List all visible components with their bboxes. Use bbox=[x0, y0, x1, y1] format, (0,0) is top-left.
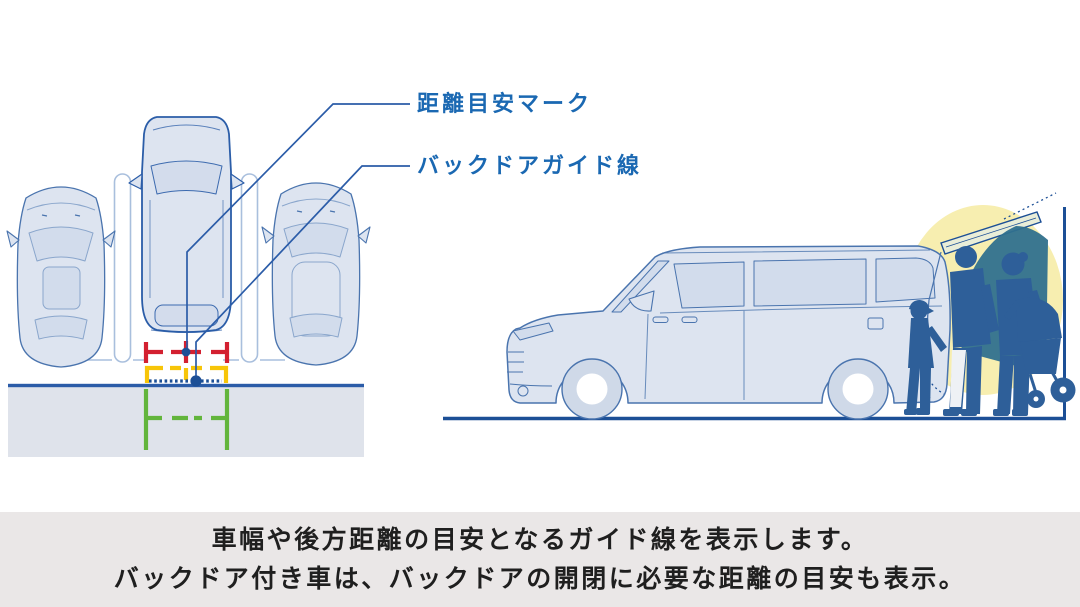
quarter-window bbox=[875, 257, 936, 303]
tailgate-panel bbox=[940, 211, 1042, 255]
headlight bbox=[512, 322, 554, 341]
divider-post-right bbox=[240, 173, 259, 363]
side-mirrors bbox=[6, 230, 116, 248]
rear-wheel bbox=[827, 358, 889, 420]
fuel-door bbox=[867, 317, 884, 330]
distance-mark-label: 距離目安マーク bbox=[417, 91, 593, 116]
curb-edge-line bbox=[8, 383, 364, 388]
caption-line-2: バックドア付き車は、バックドアの開閉に必要な距離の目安も表示。 bbox=[113, 565, 967, 593]
far-green-guides bbox=[143, 389, 230, 450]
parked-car-left bbox=[6, 186, 116, 368]
grille-lines bbox=[507, 351, 553, 387]
leader-line-backdoor-guide bbox=[195, 165, 410, 377]
child-silhouette bbox=[904, 300, 947, 415]
door-handle bbox=[652, 316, 669, 323]
backdoor-guide-dot bbox=[190, 375, 202, 387]
curb-area bbox=[8, 383, 364, 457]
distance-mark-dot bbox=[181, 347, 191, 357]
roof-panel bbox=[291, 261, 341, 337]
parking-space-lines bbox=[86, 173, 285, 363]
stroller-silhouette bbox=[1004, 297, 1076, 408]
side-mirrors bbox=[261, 226, 371, 244]
front-wheel bbox=[561, 358, 623, 420]
sliding-door-window bbox=[753, 258, 867, 307]
door-trajectory-dotted-top bbox=[1003, 192, 1057, 220]
fog-light bbox=[517, 385, 529, 397]
caution-yellow-guides bbox=[144, 365, 229, 383]
reversing-minivan bbox=[128, 116, 245, 333]
windshield bbox=[611, 260, 670, 313]
stroller-canopy bbox=[1016, 297, 1062, 342]
divider-post-left bbox=[113, 173, 132, 363]
child-cap bbox=[909, 300, 934, 314]
side-mirrors bbox=[128, 173, 245, 190]
stroller-handle bbox=[1004, 300, 1020, 320]
adult-silhouette-1 bbox=[943, 246, 999, 416]
side-mirror bbox=[628, 290, 655, 312]
backdoor-clearance-diagram bbox=[443, 192, 1076, 421]
caption-line-1: 車幅や後方距離の目安となるガイド線を表示します。 bbox=[211, 526, 869, 554]
sunroof bbox=[42, 266, 81, 310]
backdoor-guide-label: バックドアガイド線 bbox=[417, 153, 643, 178]
wipers bbox=[296, 210, 336, 213]
caption-bar: 車幅や後方距離の目安となるガイド線を表示します。 バックドア付き車は、バックドア… bbox=[0, 512, 1080, 607]
adult-pale-leg bbox=[950, 350, 966, 407]
parking-topview-diagram bbox=[6, 103, 410, 457]
wipers bbox=[41, 214, 81, 217]
parked-car-right bbox=[261, 182, 371, 366]
minivan-sideview bbox=[506, 245, 951, 420]
leader-line-distance-mark bbox=[186, 103, 410, 348]
front-window bbox=[673, 261, 745, 309]
door-handle bbox=[681, 316, 698, 323]
